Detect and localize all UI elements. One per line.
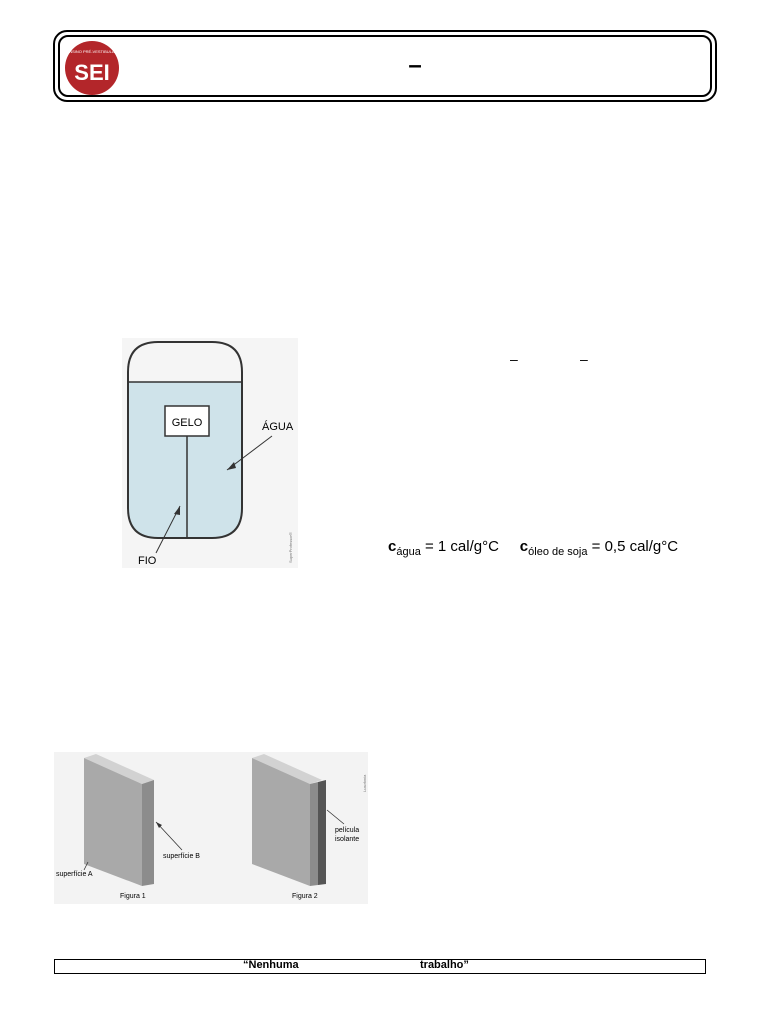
header-title-dash: – (408, 52, 422, 79)
water-heat-value: = 1 cal/g°C (425, 538, 499, 555)
plates-credit: Lusofonia (362, 774, 367, 792)
surface-b-label: superfície B (163, 853, 200, 860)
plate2-face (252, 758, 310, 886)
figure2-caption: Figura 2 (292, 893, 318, 900)
ice-water-figure: GELO ÁGUA FIO SuperProfessor® (122, 338, 298, 568)
container-outline (127, 341, 243, 539)
oil-heat-value: = 0,5 cal/g°C (591, 538, 679, 555)
insulating-film (318, 780, 326, 885)
plates-figure: superfície A superfície B Figura 1 pelíc… (54, 752, 368, 904)
oil-heat-symbol: c (519, 538, 529, 555)
plate1-side (142, 780, 154, 886)
oil-heat-sub: óleo de soja (528, 546, 588, 558)
surface-b-arrow (155, 821, 183, 851)
water-heat-symbol: c (388, 538, 397, 555)
footer-quote-start: “Nenhuma (243, 959, 299, 971)
plate1-face (84, 758, 142, 886)
water-heat-sub: água (396, 546, 421, 558)
figure-credit: SuperProfessor® (288, 532, 293, 563)
film-label-line2: isolante (335, 836, 359, 843)
question-dash-2: – (580, 351, 588, 367)
logo-text: SEI (74, 60, 109, 85)
logo-subtext: ENSINO PRÉ-VESTIBULAR (67, 49, 118, 54)
water-fill (128, 382, 242, 538)
plate2-top (252, 754, 322, 784)
footer-quote-end: trabalho” (420, 959, 469, 971)
plate2-side (310, 782, 318, 886)
film-arrow (326, 809, 345, 825)
header-frame (53, 30, 717, 102)
question-dash-1: – (510, 351, 518, 367)
header-frame-inner (58, 35, 712, 97)
surface-a-label: superfície A (56, 871, 93, 878)
film-label-line1: película (335, 827, 359, 834)
wire-label: FIO (138, 555, 157, 567)
sei-logo: ENSINO PRÉ-VESTIBULAR SEI (65, 41, 119, 95)
specific-heat-formula: cágua = 1 cal/g°C cóleo de soja = 0,5 ca… (388, 538, 678, 558)
plate1-top (84, 754, 154, 784)
ice-label: GELO (172, 417, 203, 429)
water-label: ÁGUA (262, 420, 294, 433)
figure1-caption: Figura 1 (120, 893, 146, 900)
footer-box (54, 959, 706, 974)
